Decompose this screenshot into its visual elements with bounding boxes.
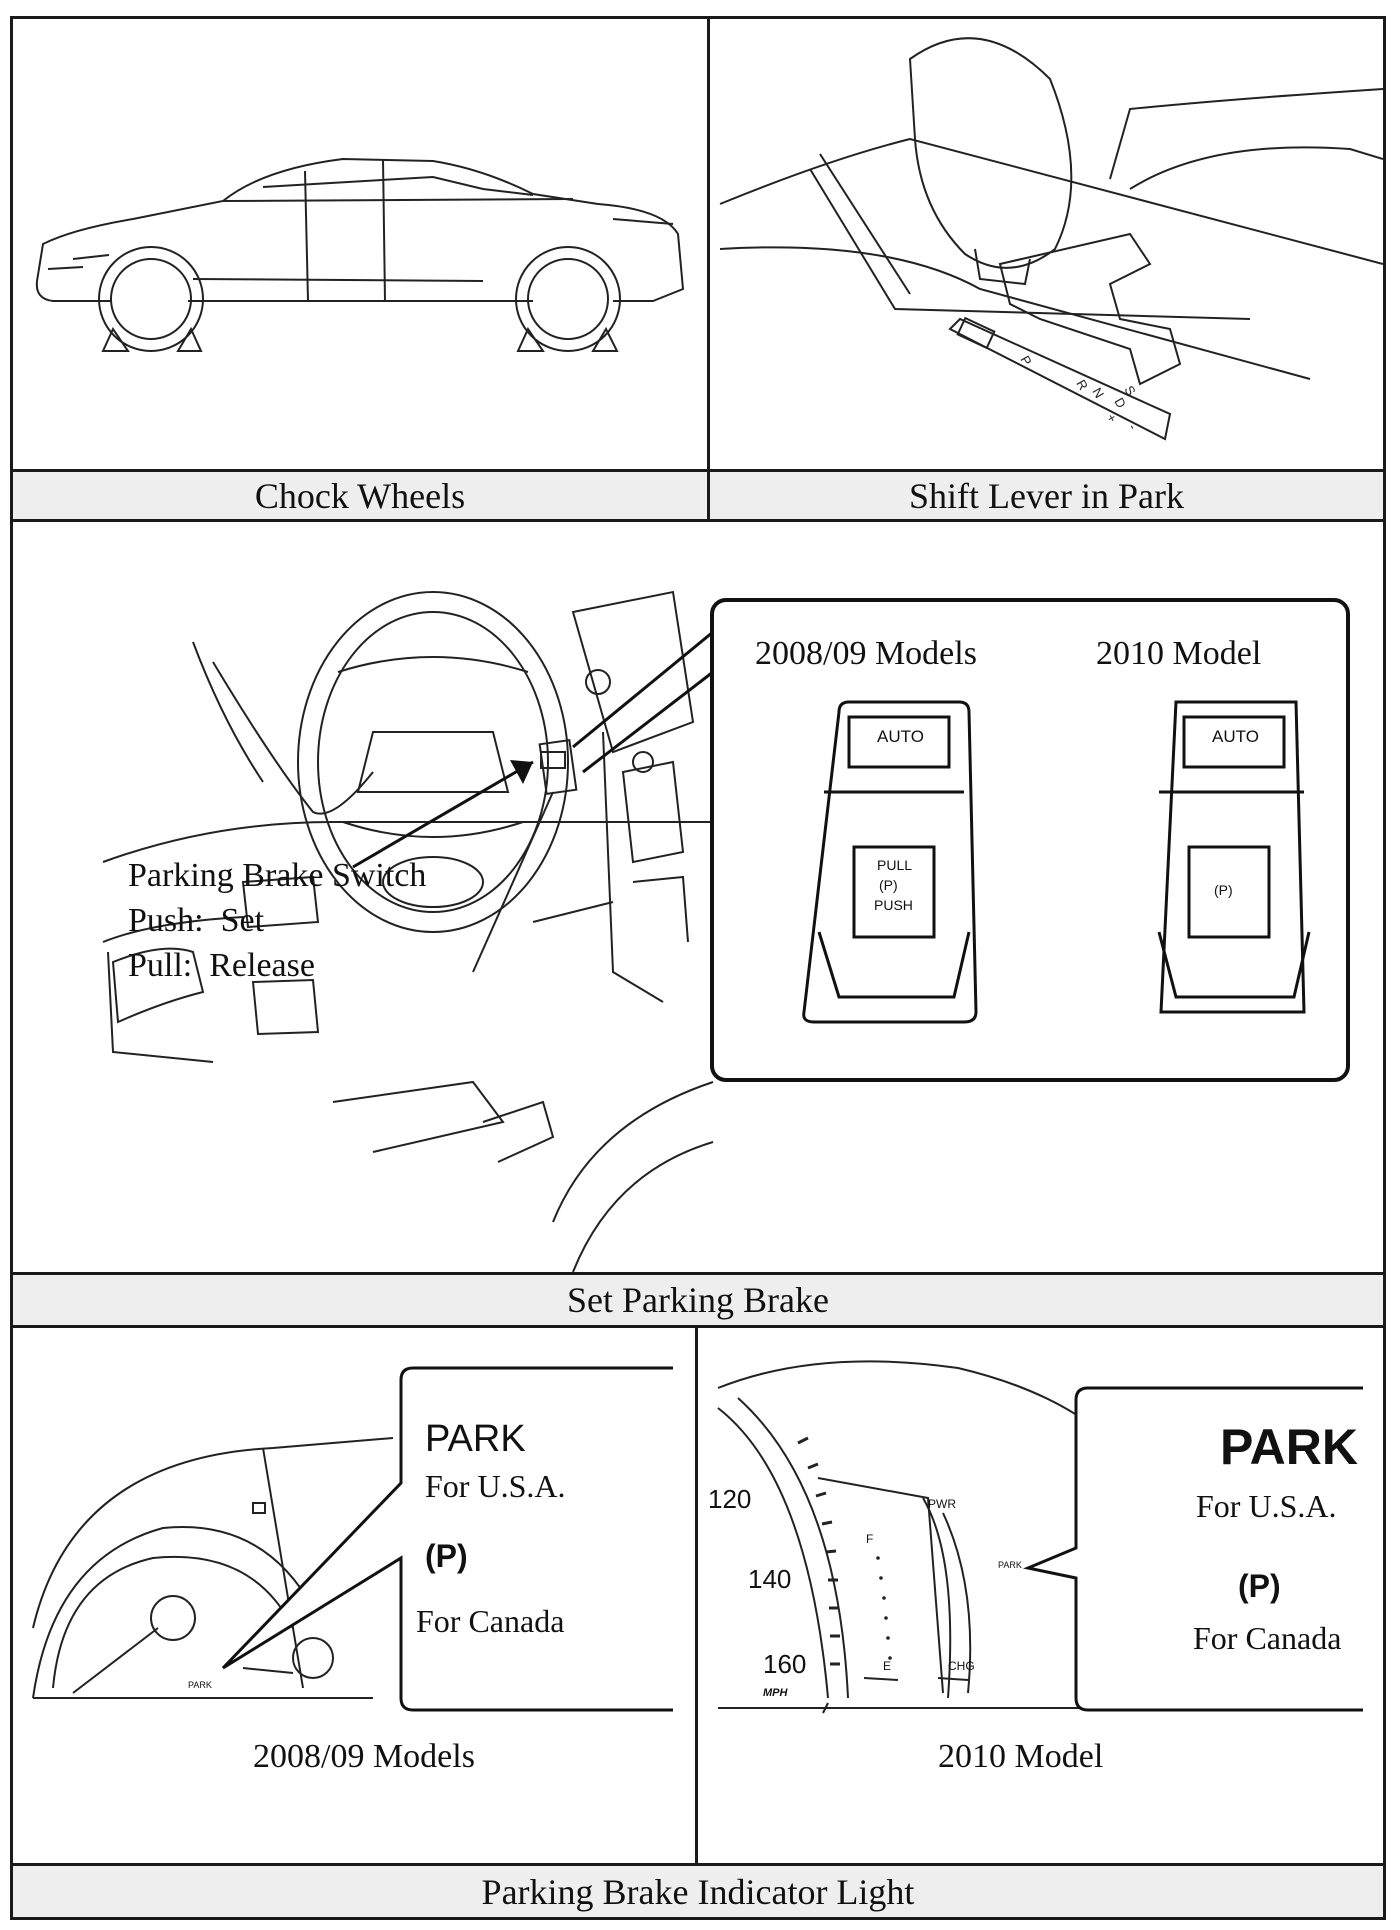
right-usa-text: For U.S.A. — [1196, 1488, 1337, 1524]
fuel-full-label: F — [866, 1532, 873, 1546]
indicator-2010-subcaption: 2010 Model — [938, 1738, 1104, 1775]
shift-lever-panel: P R N D S + - Shift Lever in Park — [710, 19, 1383, 519]
cluster-park-lamp: PARK — [188, 1680, 212, 1690]
push-set-label: Push: Set — [128, 902, 265, 939]
switch-inset-callout: 2008/09 Models 2010 Model AUTO AUTO PULL… — [710, 598, 1350, 1082]
gate-letter-n: N — [1089, 385, 1107, 401]
gate-letter-plus: + — [1103, 411, 1120, 425]
indicator-2008-panel: PARK PARK For U.S.A. (P) For Canada 2008… — [13, 1328, 695, 1863]
speed-160: 160 — [763, 1649, 806, 1679]
shift-lever-caption: Shift Lever in Park — [710, 469, 1383, 519]
right-park-text: PARK — [1220, 1419, 1358, 1475]
divider-bottom — [695, 1328, 698, 1863]
indicator-light-caption: Parking Brake Indicator Light — [13, 1863, 1383, 1917]
figure-frame — [10, 16, 1386, 1920]
set-parking-brake-caption: Set Parking Brake — [13, 1272, 1383, 1325]
right-auto-label: AUTO — [1212, 727, 1259, 746]
car-illustration — [35, 157, 685, 352]
left-park-text: PARK — [425, 1418, 526, 1460]
indicator-2008-subcaption: 2008/09 Models — [253, 1738, 475, 1775]
left-p-indicator: (P) — [425, 1538, 468, 1574]
inset-left-title: 2008/09 Models — [755, 635, 977, 672]
indicator-2010-panel: 120 140 160 MPH F E PWR CHG PARK PARK Fo… — [698, 1328, 1383, 1863]
divider-row2 — [13, 1325, 1383, 1328]
switch-label: Parking Brake Switch — [128, 857, 427, 894]
switch-drawings — [802, 700, 1311, 1024]
left-push-label: PUSH — [874, 897, 913, 913]
fuel-empty-label: E — [883, 1659, 891, 1673]
gate-letter-r: R — [1073, 377, 1091, 393]
dashboard-illustration — [102, 590, 714, 1272]
left-pull-label: PULL — [877, 857, 913, 873]
right-p-indicator: (P) — [1238, 1568, 1281, 1604]
chock-wheels-panel: Chock Wheels — [13, 19, 707, 519]
divider-row1 — [13, 519, 1383, 522]
right-p-symbol: (P) — [1214, 882, 1233, 898]
cluster-park-lamp-2010: PARK — [998, 1560, 1022, 1570]
gate-letter-minus: - — [1125, 421, 1140, 432]
chock-wheels-caption: Chock Wheels — [13, 469, 707, 519]
right-canada-text: For Canada — [1193, 1620, 1342, 1656]
power-label: PWR — [928, 1497, 956, 1511]
speed-unit: MPH — [763, 1687, 789, 1699]
left-usa-text: For U.S.A. — [425, 1468, 566, 1504]
charge-label: CHG — [948, 1659, 975, 1673]
left-canada-text: For Canada — [416, 1603, 565, 1639]
left-auto-label: AUTO — [877, 727, 924, 746]
inset-right-title: 2010 Model — [1096, 635, 1262, 672]
pull-release-label: Pull: Release — [128, 947, 315, 984]
speed-120: 120 — [708, 1484, 751, 1514]
cluster-2010-illustration: 120 140 160 MPH F E PWR CHG PARK — [708, 1360, 1363, 1714]
set-parking-brake-panel: Parking Brake Switch Push: Set Pull: Rel… — [13, 522, 1383, 1325]
left-p-symbol: (P) — [879, 877, 898, 893]
shift-lever-illustration: P R N D S + - — [719, 37, 1383, 441]
speed-140: 140 — [748, 1564, 791, 1594]
divider-top — [707, 19, 710, 519]
cluster-2008-illustration: PARK — [32, 1366, 673, 1712]
